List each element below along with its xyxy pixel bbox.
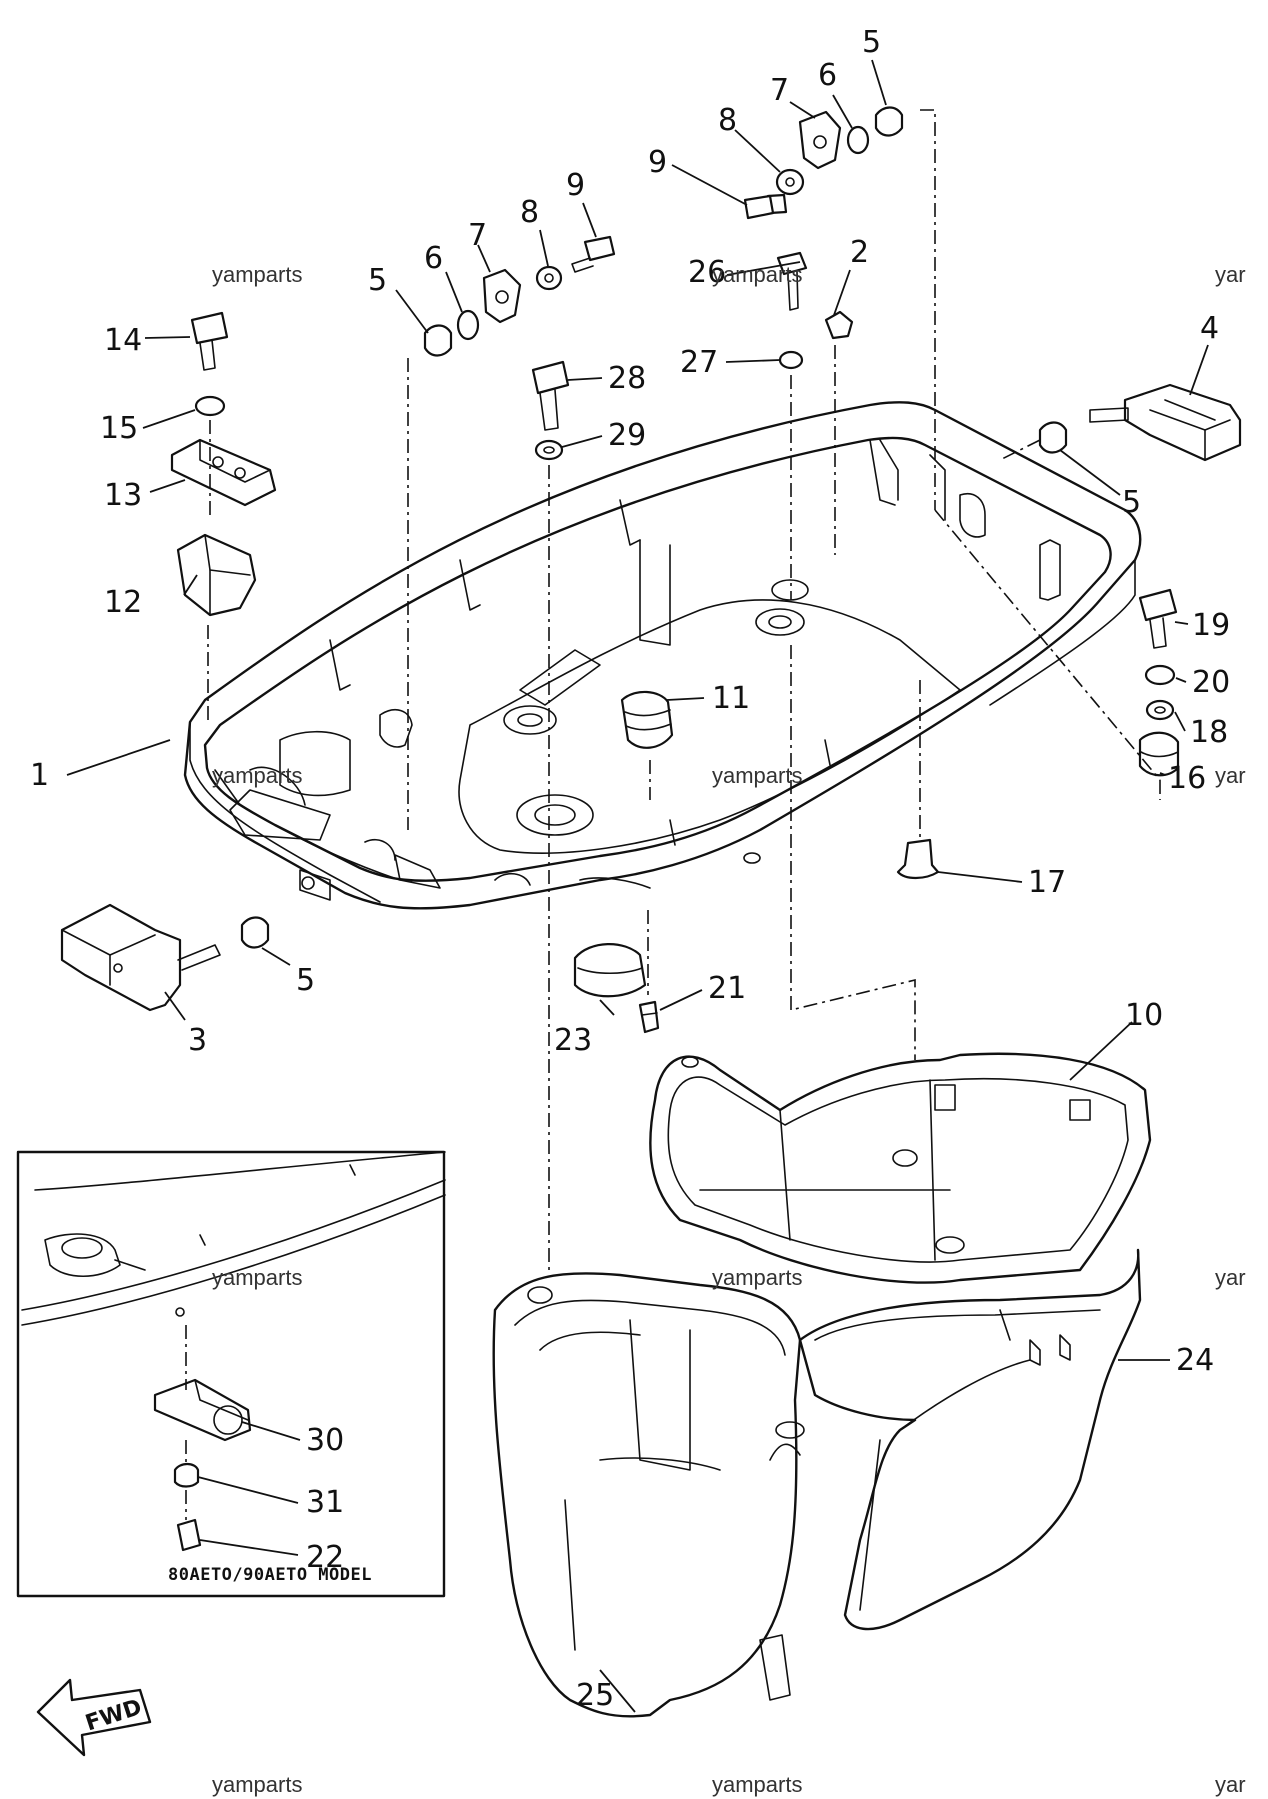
watermark: yamparts [712,1265,802,1290]
label-part-29: 29 [608,418,646,453]
watermark: yar [1215,1772,1246,1797]
watermark: yamparts [212,763,302,788]
watermark: yamparts [712,262,802,287]
label-part-30: 30 [306,1423,344,1458]
label-part-7-left: 7 [468,218,487,253]
small-parts [60,106,1242,1034]
label-part-8-left: 8 [520,195,539,230]
label-part-19: 19 [1192,608,1230,643]
bottom-cowling [183,401,1142,910]
label-part-2: 2 [850,235,869,270]
watermarks: yamparts yamparts yar yamparts yamparts … [212,262,1246,1797]
label-part-5-lower: 5 [296,963,315,998]
label-part-12: 12 [104,585,142,620]
leader-lines [66,59,1209,1713]
watermark: yamparts [712,763,802,788]
lower-cover-assembly [492,1052,1152,1718]
label-part-14: 14 [104,323,142,358]
label-part-25: 25 [576,1678,614,1713]
label-part-26: 26 [688,255,726,290]
label-part-24: 24 [1176,1343,1214,1378]
label-part-27: 27 [680,345,718,380]
label-part-10: 10 [1125,998,1163,1033]
label-part-17: 17 [1028,865,1066,900]
label-part-5-right: 5 [1122,485,1141,520]
watermark: yar [1215,763,1246,788]
alignment-lines [207,109,1161,1270]
watermark: yamparts [712,1772,802,1797]
label-part-31: 31 [306,1485,344,1520]
label-part-21: 21 [708,971,746,1006]
label-part-20: 20 [1192,665,1230,700]
label-part-22: 22 [306,1540,344,1575]
label-part-16: 16 [1168,761,1206,796]
inset-caption: 80AETO/90AETO MODEL [168,1565,372,1585]
label-part-3: 3 [188,1023,207,1058]
label-part-1: 1 [30,758,49,793]
part-number-labels: 1 2 3 4 5 5 5 5 6 6 7 7 8 8 9 9 10 11 12… [30,25,1230,1713]
label-part-9-top: 9 [648,145,667,180]
label-part-4: 4 [1200,311,1219,346]
label-part-9-left: 9 [566,168,585,203]
watermark: yamparts [212,1265,302,1290]
label-part-7-top: 7 [770,73,789,108]
label-part-11: 11 [712,681,750,716]
inset-panel [16,1150,446,1598]
watermark: yar [1215,1265,1246,1290]
label-part-6-top: 6 [818,58,837,93]
label-part-6-left: 6 [424,241,443,276]
label-part-13: 13 [104,478,142,513]
label-part-15: 15 [100,411,138,446]
fwd-label: FWD [82,1695,144,1737]
label-part-5-top: 5 [862,25,881,60]
watermark: yamparts [212,262,302,287]
fwd-arrow: FWD [36,1678,152,1757]
label-part-5-left: 5 [368,263,387,298]
label-part-18: 18 [1190,715,1228,750]
watermark: yar [1215,262,1246,287]
label-part-28: 28 [608,361,646,396]
label-part-8-top: 8 [718,103,737,138]
label-part-23: 23 [554,1023,592,1058]
watermark: yamparts [212,1772,302,1797]
